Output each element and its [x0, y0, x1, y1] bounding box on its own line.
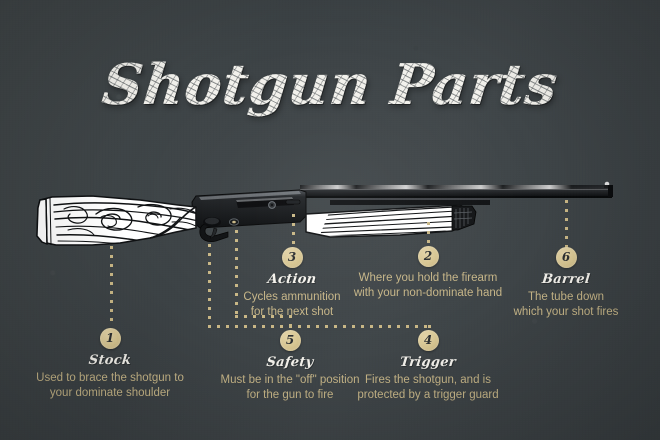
safety-button: [228, 218, 239, 226]
leader-line-2: [427, 222, 430, 250]
leader-line-5-across: [235, 315, 291, 318]
leader-line-3: [292, 214, 295, 251]
leader-line-6: [565, 200, 568, 250]
leader-line-5-down-a: [235, 230, 238, 316]
leader-line-5-down-b: [289, 315, 292, 333]
callout-2-badge: 2: [417, 246, 439, 267]
callout-4-description: Fires the shotgun, and is protected by a…: [357, 374, 499, 401]
callout-6-description: The tube down which your shot fires: [513, 291, 619, 318]
callout-5[interactable]: 5 Safety Must be in the "off" position f…: [213, 330, 367, 403]
leader-line-1: [110, 246, 113, 326]
callout-1-title: Stock: [87, 353, 133, 368]
barrel-group: [300, 181, 613, 205]
leader-line-4-down-b: [428, 325, 431, 333]
stock-group: [36, 195, 197, 246]
leader-line-4-down-a: [208, 244, 211, 326]
callout-3-badge: 3: [281, 247, 303, 268]
callout-6[interactable]: 6 Barrel The tube down which your shot f…: [508, 247, 624, 320]
callout-6-badge: 6: [555, 247, 577, 268]
callout-2[interactable]: 2 Where you hold the firearm with your n…: [348, 246, 508, 301]
callout-1-badge: 1: [99, 328, 121, 349]
receiver-group: [191, 189, 307, 242]
callout-3-title: Action: [266, 272, 318, 287]
callout-4-title: Trigger: [399, 355, 457, 370]
forend-group: [305, 204, 477, 238]
leader-line-4-across: [208, 325, 430, 328]
callout-3[interactable]: 3 Action Cycles ammunition for the next …: [233, 247, 351, 320]
callout-6-title: Barrel: [541, 272, 591, 287]
callout-1-description: Used to brace the shotgun to your domina…: [36, 372, 184, 399]
callout-1[interactable]: 1 Stock Used to brace the shotgun to you…: [20, 328, 200, 401]
callout-5-title: Safety: [265, 355, 315, 370]
callout-5-badge: 5: [279, 330, 301, 351]
callout-3-description: Cycles ammunition for the next shot: [243, 291, 341, 318]
callout-4[interactable]: 4 Trigger Fires the shotgun, and is prot…: [353, 330, 503, 403]
callout-5-description: Must be in the "off" position for the gu…: [220, 374, 360, 401]
callout-2-description: Where you hold the firearm with your non…: [353, 272, 503, 299]
callout-4-badge: 4: [417, 330, 439, 351]
